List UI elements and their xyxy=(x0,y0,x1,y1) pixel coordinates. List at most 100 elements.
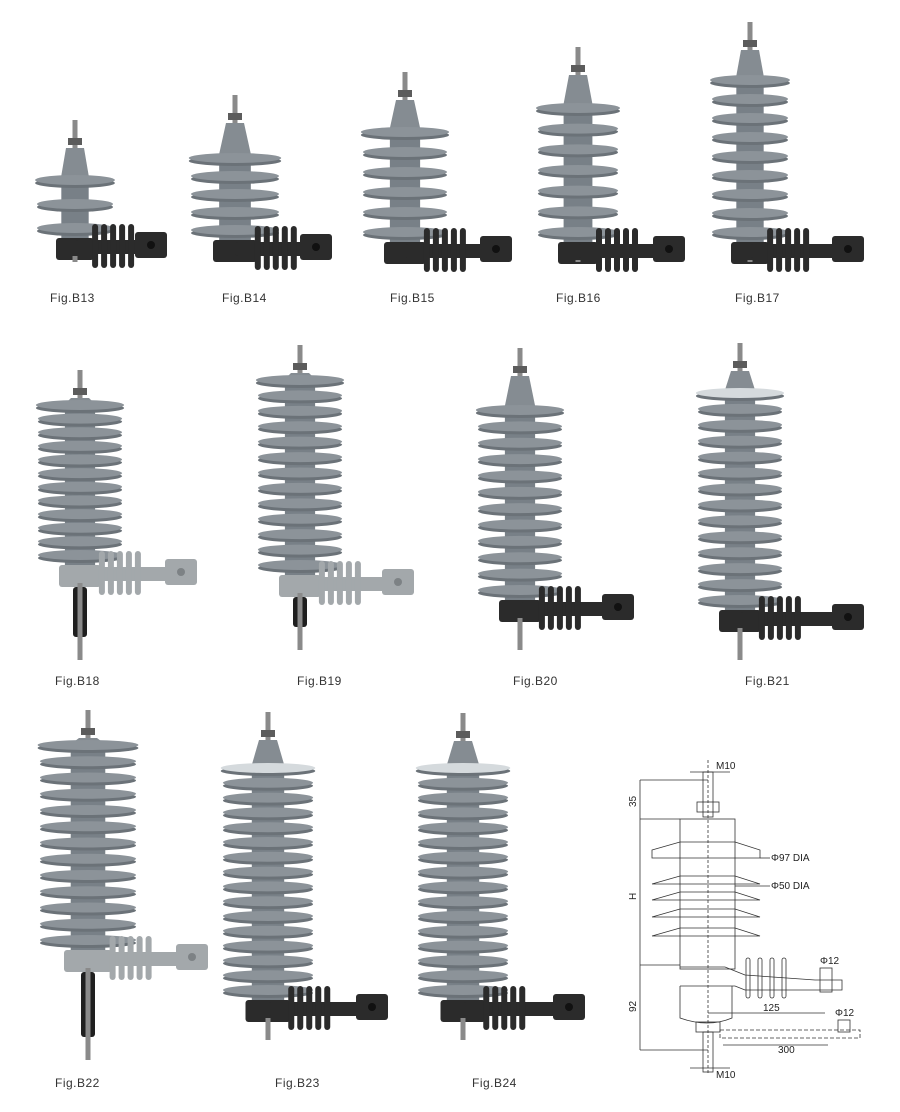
shed xyxy=(191,207,279,217)
dim-body-height: H xyxy=(628,893,639,900)
shed xyxy=(258,421,342,432)
figure-caption: Fig.B24 xyxy=(472,1076,517,1090)
bracket-fin xyxy=(776,228,783,272)
bracket-fin xyxy=(297,986,304,1030)
arrester-figure xyxy=(35,370,197,660)
bracket-fin xyxy=(272,226,279,270)
bracket-fin xyxy=(98,551,105,595)
bracket-fin xyxy=(136,936,143,980)
shed xyxy=(712,170,788,180)
bracket-fin xyxy=(441,228,448,272)
dim-top-height: 35 xyxy=(628,795,639,807)
bracket-fin xyxy=(92,224,99,268)
shed xyxy=(255,375,345,385)
shed xyxy=(258,513,342,524)
cap-cone xyxy=(389,100,421,132)
bracket-fin xyxy=(354,561,361,605)
shed xyxy=(478,486,562,497)
bracket-fin xyxy=(306,986,313,1030)
shed xyxy=(698,579,782,590)
terminal-nut xyxy=(261,730,275,737)
shed xyxy=(188,153,282,163)
cap-cone xyxy=(218,123,252,158)
shed xyxy=(698,419,782,430)
bracket-fin xyxy=(623,228,629,272)
shed xyxy=(223,851,313,862)
shed xyxy=(38,481,122,492)
shed xyxy=(223,896,313,907)
terminal-nut xyxy=(743,40,757,47)
shed xyxy=(418,970,508,981)
bottom-terminal-stud xyxy=(460,1018,466,1040)
bracket-fin xyxy=(632,228,638,272)
shed xyxy=(698,435,782,446)
shed xyxy=(35,400,125,410)
dim-shed-large: Φ97 DIA xyxy=(771,853,810,864)
shed xyxy=(478,552,562,563)
shed xyxy=(40,788,136,799)
top-terminal-stud xyxy=(77,370,83,400)
bracket-fin xyxy=(145,936,152,980)
shed xyxy=(223,866,313,877)
arrester-figure xyxy=(37,710,208,1060)
shed xyxy=(363,147,447,157)
mounting-hole xyxy=(565,1003,573,1011)
figure-caption: Fig.B13 xyxy=(50,291,95,305)
shed xyxy=(710,75,790,85)
shed xyxy=(40,886,136,897)
shed xyxy=(418,896,508,907)
shed xyxy=(38,454,122,465)
bracket-fin xyxy=(125,551,132,595)
shed xyxy=(478,503,562,514)
shed xyxy=(258,482,342,493)
figure-caption: Fig.B15 xyxy=(390,291,435,305)
top-terminal-stud xyxy=(232,95,238,125)
shed xyxy=(38,495,122,506)
bracket-fin xyxy=(794,596,801,640)
shed xyxy=(478,454,562,465)
shed xyxy=(418,940,508,951)
shed xyxy=(223,837,313,847)
shed xyxy=(258,498,342,509)
bracket-fin xyxy=(510,986,517,1030)
dim-shed-small: Φ50 DIA xyxy=(771,881,810,892)
bracket-fin xyxy=(556,586,563,630)
top-terminal-stud xyxy=(265,712,271,742)
shed xyxy=(698,515,782,526)
bracket-fin xyxy=(596,228,602,272)
mounting-hole xyxy=(177,568,185,576)
shed xyxy=(418,777,508,788)
bracket-fin xyxy=(492,986,499,1030)
bracket-fin xyxy=(290,226,297,270)
shed xyxy=(258,529,342,540)
shed xyxy=(38,509,122,520)
shed xyxy=(40,853,136,864)
top-terminal-stud xyxy=(747,22,753,52)
shed xyxy=(415,763,511,773)
shed xyxy=(35,175,115,185)
bracket-fin xyxy=(574,586,581,630)
shed xyxy=(418,866,508,877)
shed xyxy=(258,544,342,555)
bracket-fin xyxy=(324,986,331,1030)
terminal-nut xyxy=(228,113,242,120)
shed xyxy=(258,436,342,447)
mounting-hole xyxy=(614,603,622,611)
shed xyxy=(223,970,313,981)
bottom-terminal-stud xyxy=(85,968,91,1060)
shed xyxy=(698,467,782,478)
bottom-terminal-stud xyxy=(297,593,303,650)
bracket-fin xyxy=(767,228,774,272)
bottom-terminal-stud xyxy=(747,260,753,262)
bracket-fin xyxy=(423,228,430,272)
shed xyxy=(258,467,342,478)
shed xyxy=(698,547,782,558)
cap-cone xyxy=(445,741,481,768)
bracket-fin xyxy=(803,228,810,272)
shed xyxy=(40,902,136,913)
bracket-fin xyxy=(605,228,611,272)
top-terminal-stud xyxy=(402,72,408,102)
bracket-fin xyxy=(767,596,774,640)
shed xyxy=(258,452,342,463)
